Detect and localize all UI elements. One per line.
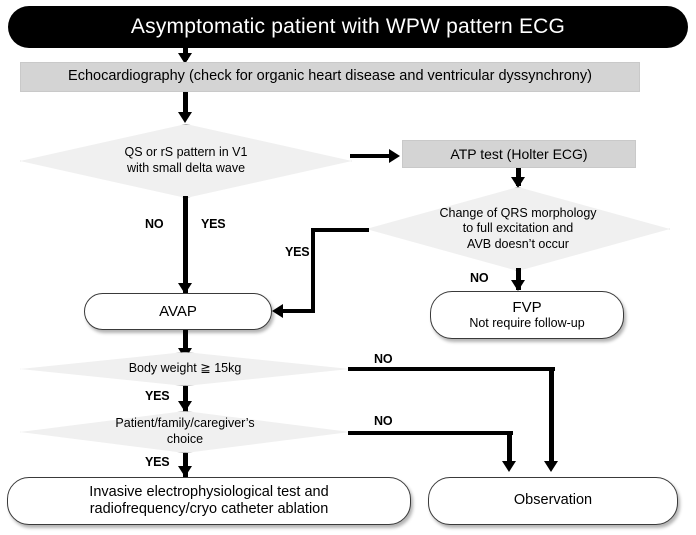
decision-body-weight: Body weight ≧ 15kg xyxy=(20,352,350,386)
decision-qrs-line3: AVB doesn’t occur xyxy=(467,236,569,251)
invasive-line1: Invasive electrophysiological test and xyxy=(89,483,329,500)
decision-qrs-label: Change of QRS morphology to full excitat… xyxy=(433,206,602,253)
connector-avap-to-decision-weight xyxy=(183,330,188,358)
decision-qs-pattern: QS or rS pattern in V1 with small delta … xyxy=(20,124,352,198)
decision-weight-label: Body weight ≧ 15kg xyxy=(128,361,242,376)
decision-choice-line1: Patient/family/caregiver’s xyxy=(115,416,255,431)
edge-label-choice-yes: YES xyxy=(145,455,170,469)
arrowhead-qs-to-atp xyxy=(389,149,400,163)
node-observation: Observation xyxy=(428,477,678,525)
decision-qs-label: QS or rS pattern in V1 with small delta … xyxy=(119,145,254,176)
edge-label-qs-no: NO xyxy=(145,217,164,231)
node-invasive-treatment: Invasive electrophysiological test and r… xyxy=(7,477,411,525)
decision-qrs-line1: Change of QRS morphology xyxy=(439,205,597,220)
process-atp-test: ATP test (Holter ECG) xyxy=(402,140,636,168)
connector-qs-to-atp xyxy=(350,154,392,158)
edge-label-qrs-no: NO xyxy=(470,271,489,285)
edge-label-weight-yes: YES xyxy=(145,389,170,403)
connector-echo-to-decision-qs xyxy=(183,92,188,118)
edge-label-qrs-yes: YES xyxy=(285,245,310,259)
title-banner: Asymptomatic patient with WPW pattern EC… xyxy=(8,6,688,48)
process-echocardiography: Echocardiography (check for organic hear… xyxy=(20,62,640,92)
decision-choice-label: Patient/family/caregiver’s choice xyxy=(109,416,260,447)
node-avap: AVAP xyxy=(84,293,272,330)
arrowhead-weight-no-to-observation xyxy=(544,461,558,472)
connector-qrs-yes-horizontal-bottom xyxy=(283,309,315,313)
title-text: Asymptomatic patient with WPW pattern EC… xyxy=(130,14,566,38)
decision-choice-line2: choice xyxy=(166,432,204,446)
connector-choice-no-vertical xyxy=(507,431,512,467)
arrowhead-choice-to-invasive xyxy=(178,466,192,477)
fvp-subtitle: Not require follow-up xyxy=(469,316,585,331)
connector-qrs-to-fvp xyxy=(516,268,521,290)
arrowhead-choice-no-to-observation xyxy=(502,461,516,472)
echocardiography-label: Echocardiography (check for organic hear… xyxy=(68,68,592,85)
connector-qs-to-avap xyxy=(183,196,188,296)
node-fvp: FVP Not require follow-up xyxy=(430,291,624,339)
fvp-title: FVP xyxy=(512,298,542,316)
connector-weight-to-decision-choice xyxy=(183,386,188,412)
atp-test-label: ATP test (Holter ECG) xyxy=(450,145,588,162)
avap-label: AVAP xyxy=(159,302,197,320)
decision-qs-line1: QS or rS pattern in V1 xyxy=(124,145,248,160)
observation-label: Observation xyxy=(513,492,593,509)
arrowhead-title-to-echo xyxy=(178,53,192,64)
arrowhead-atp-to-decision-qrs xyxy=(511,177,525,188)
edge-label-qs-yes: YES xyxy=(201,217,226,231)
arrowhead-qs-to-avap xyxy=(178,283,192,294)
connector-weight-no-vertical xyxy=(549,367,554,467)
edge-label-weight-no: NO xyxy=(374,352,393,366)
decision-qs-line2: with small delta wave xyxy=(126,161,246,175)
decision-qrs-morphology: Change of QRS morphology to full excitat… xyxy=(366,187,670,271)
invasive-line2: radiofrequency/cryo catheter ablation xyxy=(89,501,329,517)
arrowhead-qrs-to-fvp xyxy=(511,280,525,291)
arrowhead-echo-to-decision-qs xyxy=(178,112,192,123)
edge-label-choice-no: NO xyxy=(374,414,393,428)
connector-qrs-yes-horizontal-top xyxy=(311,228,369,232)
decision-patient-choice: Patient/family/caregiver’s choice xyxy=(20,411,350,453)
arrowhead-qrs-yes-to-avap xyxy=(272,304,283,318)
connector-choice-to-invasive xyxy=(183,453,188,477)
connector-qrs-yes-vertical xyxy=(311,228,315,312)
connector-weight-no-horizontal xyxy=(348,367,555,371)
arrowhead-weight-to-decision-choice xyxy=(178,401,192,412)
decision-qrs-line2: to full excitation and xyxy=(462,221,574,236)
connector-choice-no-horizontal xyxy=(348,431,513,435)
